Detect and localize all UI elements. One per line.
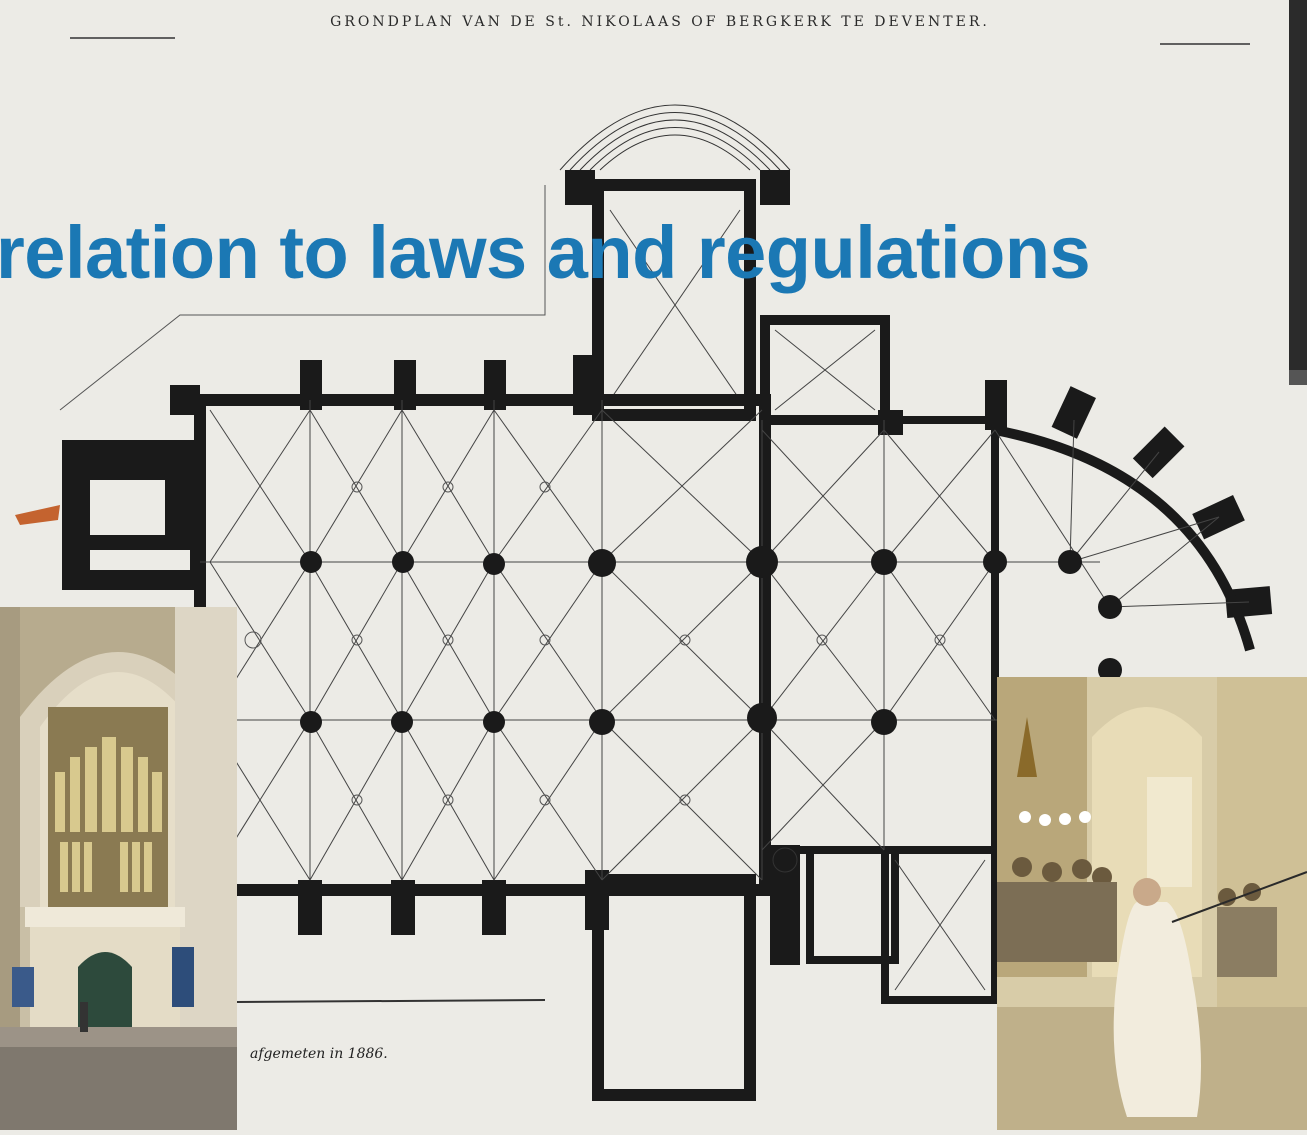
organ-photo-illustration — [0, 607, 237, 1130]
church-performance-photo — [997, 677, 1307, 1130]
floor-plan-measured-note: afgemeten in 1886. — [250, 1046, 388, 1062]
floor-plan-header: GRONDPLAN VAN DE St. NIKOLAAS OF BERGKER… — [330, 14, 990, 30]
performance-photo-illustration — [997, 677, 1307, 1130]
cropped-photo-edge — [1289, 0, 1307, 385]
slide-title: relation to laws and regulations — [0, 211, 1091, 294]
church-interior-photo — [0, 607, 237, 1130]
corner-photo-strip — [1289, 0, 1307, 385]
